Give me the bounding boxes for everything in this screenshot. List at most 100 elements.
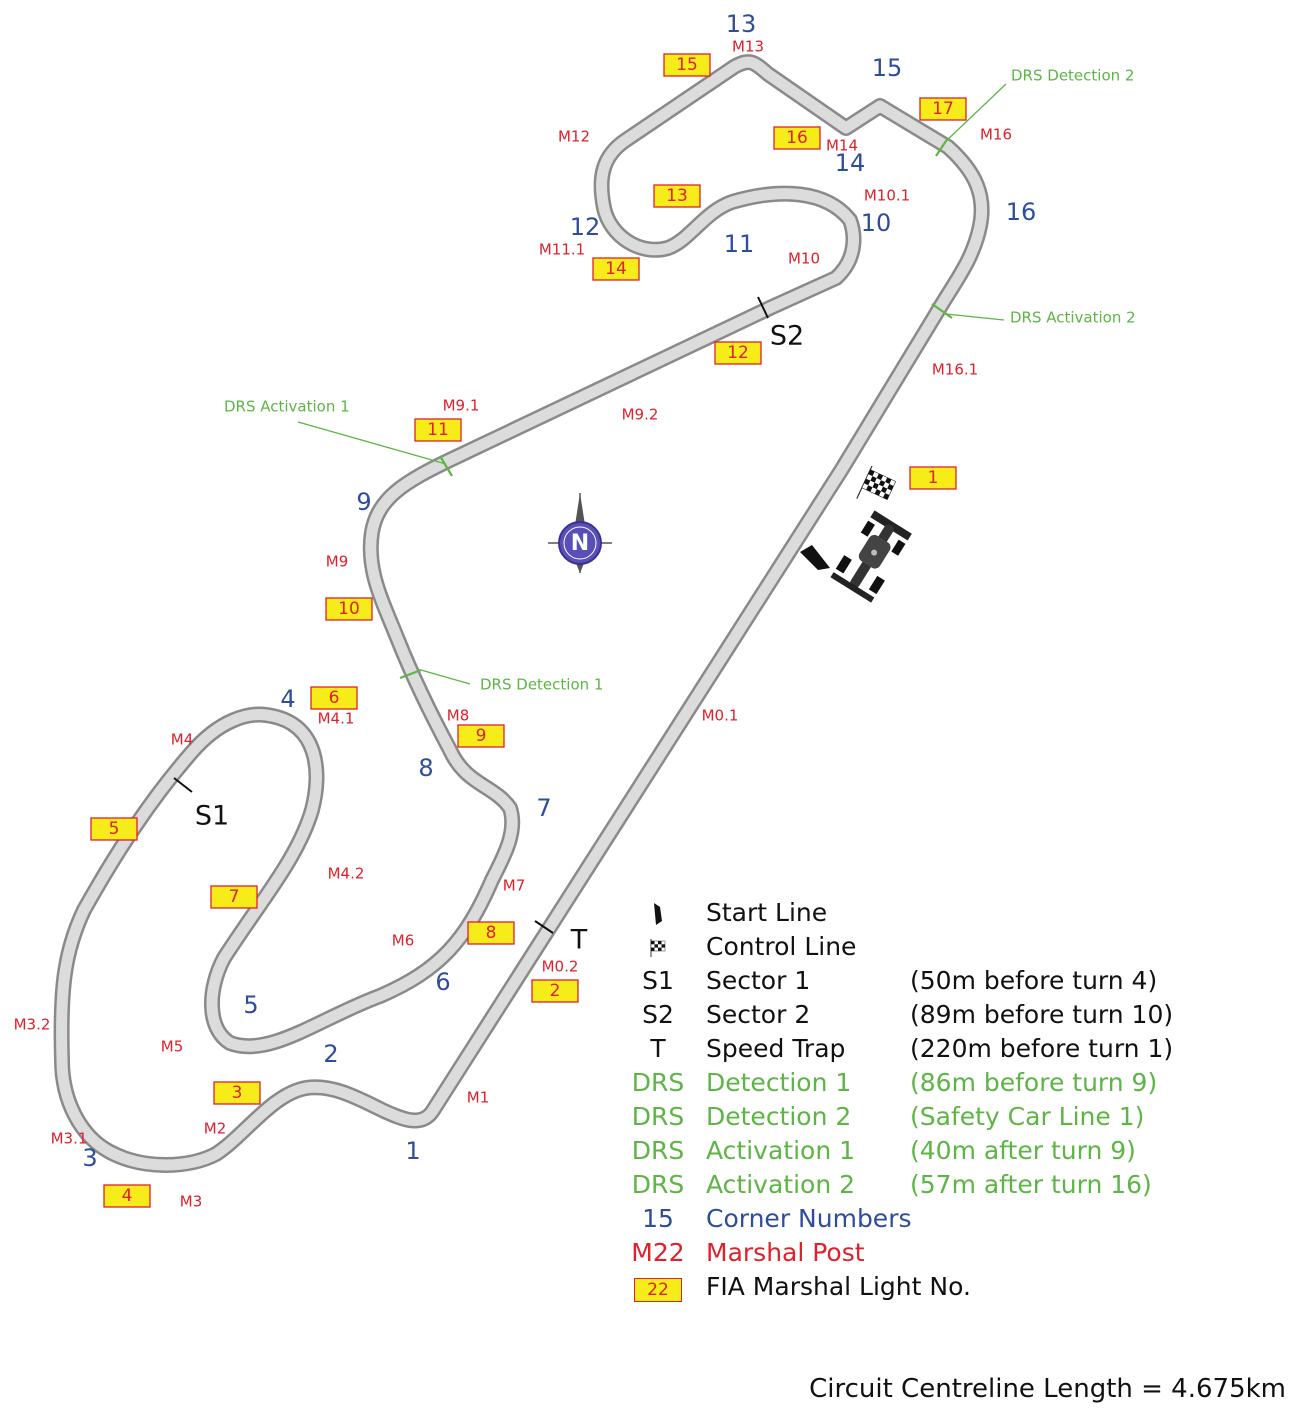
- legend-label: Start Line: [706, 898, 828, 927]
- marshal-light: 13: [653, 184, 701, 208]
- marshal-post: M9.1: [443, 397, 480, 415]
- legend-symbol: DRS: [631, 1170, 685, 1199]
- svg-text:7: 7: [229, 887, 240, 907]
- marshal-post: M3.2: [14, 1016, 51, 1034]
- svg-text:1: 1: [928, 468, 939, 488]
- race-car-icon: [830, 510, 912, 603]
- legend-label: Activation 2: [706, 1170, 856, 1199]
- marshal-post: M10.1: [864, 187, 910, 205]
- corner-number: 8: [418, 754, 433, 782]
- svg-text:9: 9: [476, 726, 487, 746]
- svg-text:13: 13: [666, 186, 688, 206]
- marshal-light-sample: 22: [634, 1278, 682, 1302]
- marshal-light: 16: [773, 126, 821, 150]
- legend-symbol: 22: [628, 1272, 688, 1302]
- corner-number: 10: [861, 209, 892, 237]
- s1-tick: [173, 777, 193, 793]
- svg-text:14: 14: [605, 259, 627, 279]
- drs-activation-2: DRS Activation 2: [931, 303, 1136, 327]
- corner-number: 13: [726, 10, 757, 38]
- marshal-post: M0.1: [702, 707, 739, 725]
- marshal-post: M9.2: [622, 406, 659, 424]
- corner-number: 15: [872, 54, 903, 82]
- marshal-post: M4: [171, 731, 194, 749]
- circuit-track: [53, 54, 990, 1173]
- legend-symbol: M22: [631, 1238, 685, 1267]
- corner-number: 2: [323, 1040, 338, 1068]
- marshal-post: M12: [558, 128, 590, 146]
- legend-symbol: DRS: [631, 1068, 685, 1097]
- circuit-length: Circuit Centreline Length = 4.675km: [809, 1374, 1286, 1404]
- marshal-post: M6: [392, 932, 415, 950]
- drs-detection-2-label: DRS Detection 2: [1011, 67, 1134, 85]
- legend-label: Detection 1: [706, 1068, 852, 1097]
- marshal-post: M14: [826, 137, 858, 155]
- corner-number: 4: [280, 685, 295, 713]
- svg-text:12: 12: [727, 343, 749, 363]
- corner-number: 5: [243, 991, 258, 1019]
- marshal-post: M11.1: [539, 241, 585, 259]
- svg-text:N: N: [571, 531, 589, 556]
- marshal-light: 11: [414, 418, 462, 442]
- start-line-icon: [628, 898, 688, 928]
- legend-note: (50m before turn 4): [910, 966, 1158, 995]
- speed-trap-tick: [534, 920, 554, 934]
- marshal-post: M3.1: [51, 1130, 88, 1148]
- marshal-light: 10: [325, 597, 373, 621]
- legend-note: (Safety Car Line 1): [910, 1102, 1145, 1131]
- svg-text:10: 10: [338, 599, 360, 619]
- marshal-post: M8: [447, 707, 470, 725]
- marshal-lights: 1 2 3 4 5 6 7 8 9 10 11 12 13 14 15 16 1…: [90, 53, 967, 1208]
- marshal-light: 8: [467, 921, 515, 945]
- svg-text:11: 11: [427, 420, 449, 440]
- checkered-flag-icon: [628, 932, 688, 962]
- drs-activation-2-label: DRS Activation 2: [1010, 309, 1136, 327]
- legend-label: Corner Numbers: [706, 1204, 912, 1233]
- drs-detection-1-label: DRS Detection 1: [480, 676, 603, 694]
- corner-number: 14: [835, 149, 866, 177]
- drs-detection-2: DRS Detection 2: [935, 67, 1134, 157]
- corner-number: 6: [435, 968, 450, 996]
- marshal-light: 17: [919, 97, 967, 121]
- s2-tick: [757, 296, 769, 319]
- marshal-post: M2: [204, 1120, 227, 1138]
- legend-symbol: 15: [642, 1204, 674, 1233]
- svg-text:2: 2: [550, 981, 561, 1001]
- sector-1-label: S1: [195, 801, 229, 832]
- legend-label: Activation 1: [706, 1136, 856, 1165]
- legend-note: (57m after turn 16): [910, 1170, 1152, 1199]
- marshal-posts: M0.1 M0.2 M1 M2 M3 M3.1 M3.2 M4 M4.1 M4.…: [14, 38, 1012, 1211]
- marshal-post: M5: [161, 1038, 184, 1056]
- corner-number: 7: [536, 794, 551, 822]
- svg-text:4: 4: [122, 1186, 133, 1206]
- svg-text:6: 6: [329, 688, 340, 708]
- legend-note: (89m before turn 10): [910, 1000, 1174, 1029]
- marshal-light: 15: [663, 53, 711, 77]
- legend-label: Sector 2: [706, 1000, 811, 1029]
- drs-activation-1: DRS Activation 1: [224, 398, 453, 477]
- marshal-post: M0.2: [542, 958, 579, 976]
- marshal-post: M4.1: [318, 710, 355, 728]
- legend-note: (220m before turn 1): [910, 1034, 1174, 1063]
- legend-label: Sector 1: [706, 966, 811, 995]
- svg-text:8: 8: [486, 923, 497, 943]
- marshal-post: M9: [326, 553, 349, 571]
- legend-label: Marshal Post: [706, 1238, 865, 1267]
- legend-label: Detection 2: [706, 1102, 852, 1131]
- marshal-light: 14: [592, 257, 640, 281]
- legend-symbol: DRS: [631, 1136, 685, 1165]
- svg-text:17: 17: [932, 99, 954, 119]
- corner-number: 9: [356, 488, 371, 516]
- svg-text:16: 16: [786, 128, 808, 148]
- marshal-post: M13: [732, 38, 764, 56]
- legend-symbol: DRS: [631, 1102, 685, 1131]
- corner-number: 11: [724, 230, 755, 258]
- legend-symbol: T: [650, 1034, 666, 1063]
- marshal-post: M16.1: [932, 361, 978, 379]
- drs-detection-1: DRS Detection 1: [399, 668, 603, 694]
- marshal-light: 12: [714, 341, 762, 365]
- marshal-light: 9: [457, 724, 505, 748]
- marshal-post: M1: [467, 1089, 490, 1107]
- corner-number: 1: [405, 1137, 420, 1165]
